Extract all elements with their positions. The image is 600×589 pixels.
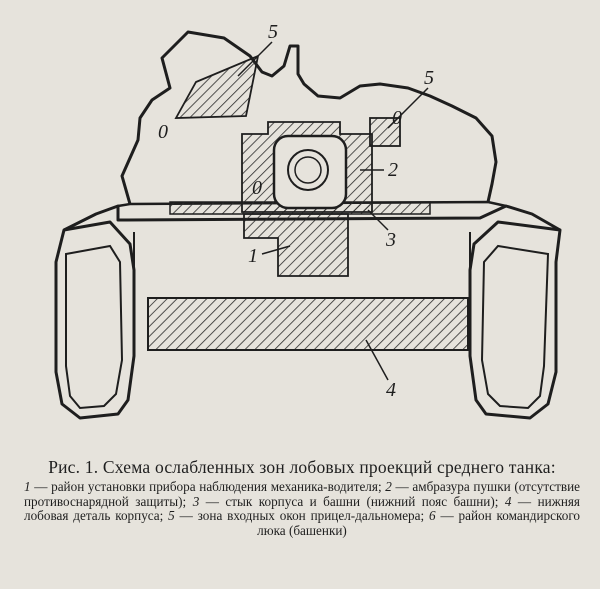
turret-outline <box>120 30 498 205</box>
callout-3: 3 <box>385 229 396 251</box>
left-track-inner <box>65 244 124 410</box>
zone-5-rangefinder-left <box>174 54 260 119</box>
legend-text-1: — район установки прибора наблюдения мех… <box>30 479 386 494</box>
leader-5-left <box>237 41 273 77</box>
callout-0-right: 0 <box>392 107 402 129</box>
gun-mantlet <box>272 134 348 210</box>
legend-text-4: — нижняя лобовая деталь корпуса; <box>24 493 581 523</box>
leader-3 <box>367 209 389 231</box>
leader-1 <box>261 245 291 255</box>
legend-num-5: 5 <box>168 508 175 523</box>
callout-2: 2 <box>388 159 398 181</box>
leader-5-right <box>387 87 429 129</box>
callout-5-left: 5 <box>268 21 278 43</box>
right-track-inner <box>480 244 550 410</box>
zone-5-rangefinder-right <box>369 117 401 147</box>
right-track <box>468 220 562 420</box>
left-track <box>54 220 136 420</box>
gun-muzzle-outer <box>287 149 329 191</box>
callout-4: 4 <box>386 379 396 401</box>
caption-legend: 1 — район установки прибора наблюдения м… <box>24 479 581 538</box>
legend-num-4: 4 <box>504 493 512 509</box>
callout-0-left: 0 <box>158 121 168 143</box>
zone-1-driver-device <box>243 213 349 277</box>
legend-num-1: 1 <box>24 479 31 494</box>
tank-diagram: 5 0 5 0 0 2 1 3 4 <box>54 21 562 420</box>
callout-1: 1 <box>248 245 258 267</box>
callout-0-center: 0 <box>252 177 262 199</box>
zone-4-lower-plate <box>147 297 469 351</box>
legend-text-3: — стык корпуса и башни (нижний пояс башн… <box>199 493 505 509</box>
caption-title: Рис. 1. Схема ослабленных зон лобовых пр… <box>48 457 556 477</box>
legend-num-3: 3 <box>192 493 200 509</box>
legend-num-2: 2 <box>385 479 392 494</box>
legend-text-6: — район командирского люка (башенки) <box>257 508 580 538</box>
legend-num-6: 6 <box>429 508 436 523</box>
legend-text-2: — амбразура пушки (отсутствие противосна… <box>24 479 580 509</box>
leader-4 <box>365 339 389 381</box>
callout-5-right: 5 <box>424 67 434 89</box>
legend-text-5: — зона входных окон прицел-дальномера; <box>174 508 430 523</box>
gun-muzzle-inner <box>294 156 322 184</box>
figure-caption: Рис. 1. Схема ослабленных зон лобовых пр… <box>24 457 580 538</box>
